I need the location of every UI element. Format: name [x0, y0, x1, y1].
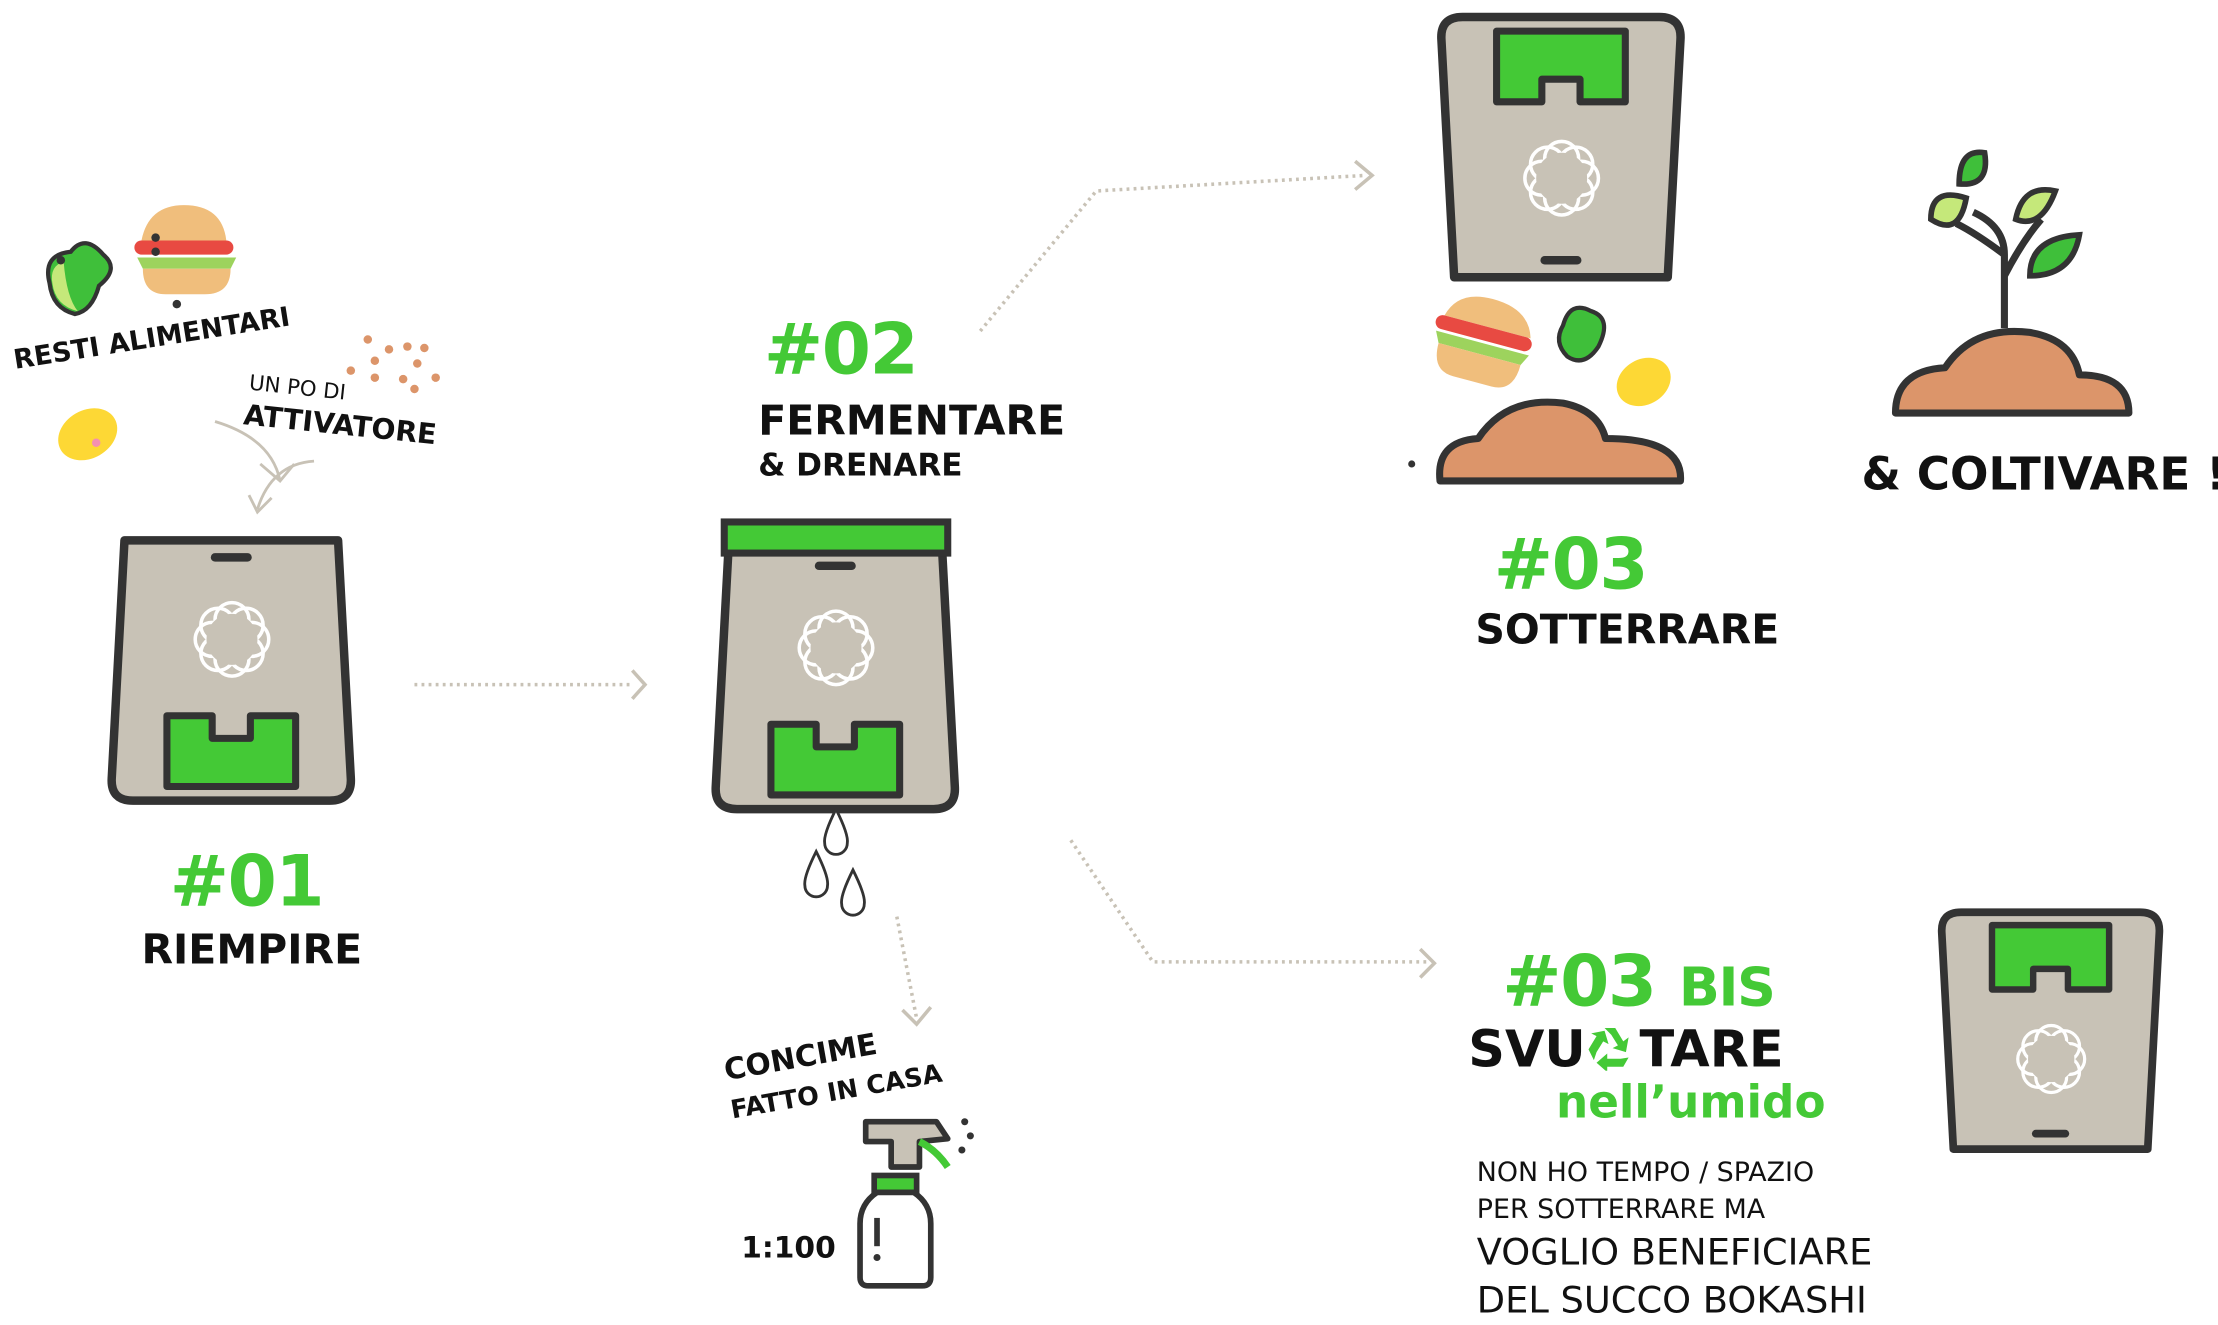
step-03bis-title: SVU TARE [1468, 1021, 1783, 1079]
title-part-b: TARE [1639, 1021, 1784, 1080]
step-03-number: #03 [1493, 523, 1649, 606]
step-02-title: FERMENTARE [758, 396, 1066, 445]
grow-label: & COLTIVARE ! [1861, 446, 2218, 501]
curved-arrows [214, 420, 315, 515]
burger-icon [1435, 296, 1532, 388]
desc-line-1: NON HO TEMPO / SPAZIO [1476, 1157, 1815, 1189]
plant-icon [1891, 149, 2133, 417]
food-scraps-illustration [46, 205, 237, 317]
burger-icon [134, 205, 237, 295]
bokashi-bin-emptied [1437, 11, 1686, 288]
step-03bis-num: #03 [1502, 940, 1657, 1023]
spray-bottle-icon [857, 1118, 974, 1289]
step-02-subtitle: & DRENARE [758, 448, 963, 484]
lemon-icon [1616, 357, 1671, 407]
step-02-number: #02 [763, 308, 919, 391]
step-03bis-number: #03 BIS [1502, 940, 1776, 1023]
bokashi-bin-draining [712, 518, 961, 917]
activator-dots [346, 335, 440, 394]
dilution-ratio: 1:100 [741, 1230, 836, 1265]
lettuce-icon [1556, 305, 1607, 363]
step-01-number: #01 [169, 840, 325, 923]
burying-illustration [1408, 296, 1685, 485]
step-03bis-bis: BIS [1678, 956, 1776, 1019]
step-01-title: RIEMPIRE [141, 925, 363, 974]
recycle-icon [1588, 1028, 1629, 1073]
step-03bis-subtitle: nell’umido [1555, 1075, 1826, 1129]
step-03-title: SOTTERRARE [1475, 605, 1780, 654]
desc-line-4: DEL SUCCO BOKASHI [1476, 1280, 1867, 1323]
lemon-icon [58, 408, 118, 461]
desc-line-3: VOGLIO BENEFICIARE [1476, 1232, 1873, 1275]
title-part-a: SVU [1468, 1021, 1586, 1080]
bokashi-bin-empty-small [1938, 911, 2164, 1154]
desc-line-2: PER SOTTERRARE MA [1476, 1193, 1766, 1225]
